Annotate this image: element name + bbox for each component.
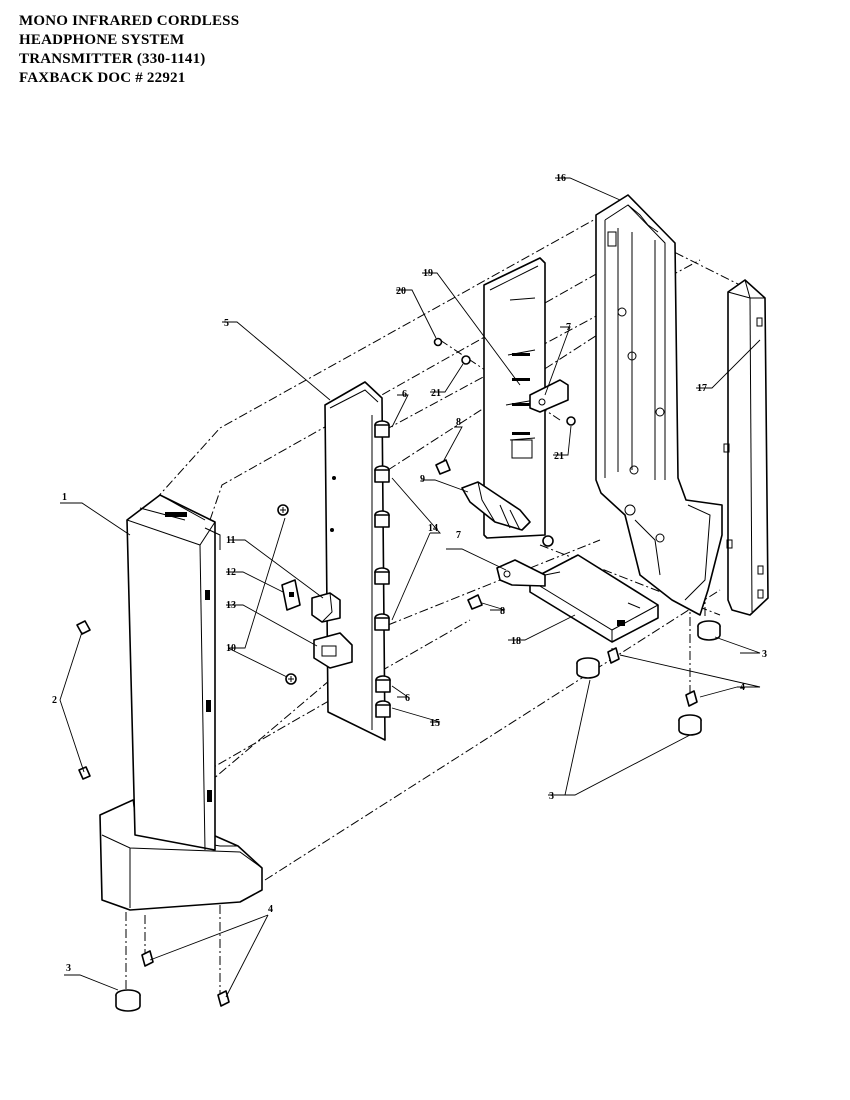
foot-3-rear-left — [576, 657, 600, 679]
screw-4-front-a — [141, 950, 154, 967]
title-line-4: FAXBACK DOC # 22921 — [19, 70, 186, 86]
callout-4-front: 4 — [268, 904, 273, 915]
callout-4-rear: 4 — [740, 682, 745, 693]
part-1-front-housing — [99, 494, 263, 911]
title-line-2: HEADPHONE SYSTEM — [19, 32, 185, 48]
screw-4-rear-a — [607, 647, 620, 664]
standoff-posts — [374, 420, 391, 718]
screw-4-front-b — [217, 990, 230, 1007]
callout-8-lower: 8 — [500, 606, 505, 617]
screw-4-rear-b — [685, 690, 698, 707]
part-17-side-cover — [723, 279, 769, 616]
callout-5: 5 — [224, 318, 229, 329]
screws-and-feet — [76, 337, 721, 1012]
foot-3-front — [115, 989, 141, 1012]
callout-20: 20 — [396, 286, 406, 297]
callout-7-lower: 7 — [456, 530, 461, 541]
callout-3-rear: 3 — [549, 791, 554, 802]
part-7-brackets — [496, 379, 569, 587]
screw-8-lower — [467, 594, 483, 610]
washer-21-upper — [461, 355, 471, 365]
callout-18: 18 — [511, 636, 521, 647]
screw-8-upper — [435, 459, 451, 475]
foot-3-rear-right — [697, 620, 721, 641]
callout-6-bottom: 6 — [405, 693, 410, 704]
part-19-shield-plate — [483, 257, 546, 539]
callout-9: 9 — [420, 474, 425, 485]
title-block: MONO INFRARED CORDLESS HEADPHONE SYSTEM … — [19, 12, 239, 88]
callout-14: 14 — [428, 523, 438, 534]
callout-16: 16 — [556, 173, 566, 184]
callout-3-front: 3 — [66, 963, 71, 974]
part-16-rear-housing — [595, 194, 723, 616]
screw-2-upper — [76, 620, 91, 635]
callout-15: 15 — [430, 718, 440, 729]
parts-11-12-13-hardware — [281, 579, 353, 669]
callout-19: 19 — [423, 268, 433, 279]
callout-3-right: 3 — [762, 649, 767, 660]
callout-6-top: 6 — [402, 389, 407, 400]
callout-13: 13 — [226, 600, 236, 611]
callout-12: 12 — [226, 567, 236, 578]
title-line-3: TRANSMITTER (330-1141) — [19, 51, 206, 67]
screw-10-lower — [285, 673, 297, 685]
callout-8-upper: 8 — [456, 417, 461, 428]
callout-21-upper: 21 — [431, 388, 441, 399]
nut-20 — [433, 337, 443, 347]
leader-lines — [59, 177, 761, 998]
washer-21-lower — [566, 416, 576, 426]
callout-1: 1 — [62, 492, 67, 503]
callout-10: 10 — [226, 643, 236, 654]
callout-labels: 1 2 3 3 3 4 4 5 6 6 7 7 8 8 9 10 11 12 1… — [52, 173, 767, 974]
callout-21-lower: 21 — [554, 451, 564, 462]
part-5-circuit-board — [324, 381, 391, 741]
foot-3-rear-mid — [678, 714, 702, 736]
callout-2: 2 — [52, 695, 57, 706]
screw-2-lower — [78, 766, 91, 780]
title-line-1: MONO INFRARED CORDLESS — [19, 13, 240, 29]
part-18-battery-tray — [529, 554, 659, 643]
screw-10-upper — [277, 504, 289, 516]
callout-11: 11 — [226, 535, 235, 546]
callout-7-upper: 7 — [566, 322, 571, 333]
part-9-input-jack — [461, 481, 554, 547]
callout-17: 17 — [697, 383, 707, 394]
